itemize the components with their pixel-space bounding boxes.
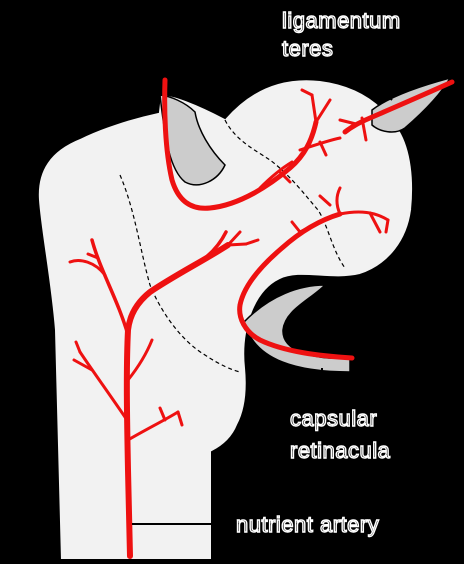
label-capsular: capsular [290, 406, 377, 431]
label-ligamentum: ligamentum [282, 8, 401, 33]
retinacular-branch [386, 220, 388, 232]
label-retinacula: retinacula [290, 438, 391, 463]
label-nutrient-artery: nutrient artery [236, 512, 379, 537]
label-teres: teres [282, 36, 333, 61]
